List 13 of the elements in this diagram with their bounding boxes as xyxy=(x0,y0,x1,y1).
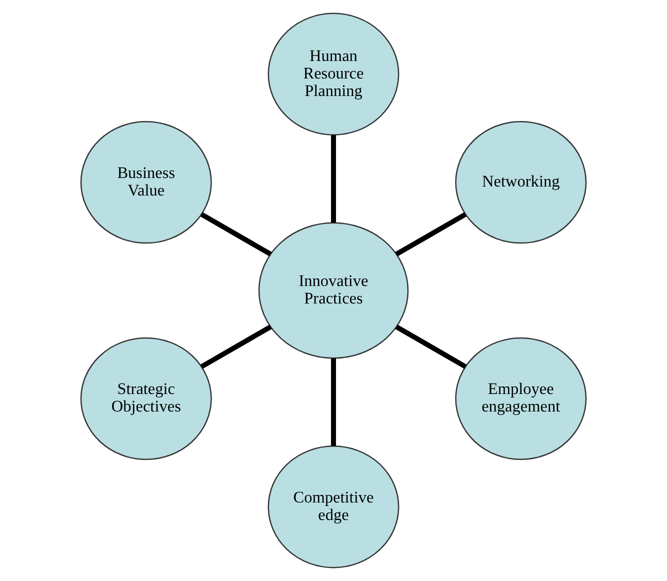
node-circle: Networking xyxy=(455,120,587,244)
node-circle: Competitive edge xyxy=(268,446,400,568)
node-circle: Business Value xyxy=(80,120,212,244)
node-circle: Employee engagement xyxy=(455,337,587,460)
node-circle: Innovative Practices xyxy=(258,222,409,359)
node-circle: Strategic Objectives xyxy=(80,337,212,460)
connector xyxy=(331,135,336,223)
connector xyxy=(331,358,336,446)
connector xyxy=(395,212,467,256)
connector xyxy=(200,324,272,369)
node-circle: Human Resource Planning xyxy=(268,12,400,136)
connector xyxy=(200,212,272,256)
connector xyxy=(395,324,467,369)
